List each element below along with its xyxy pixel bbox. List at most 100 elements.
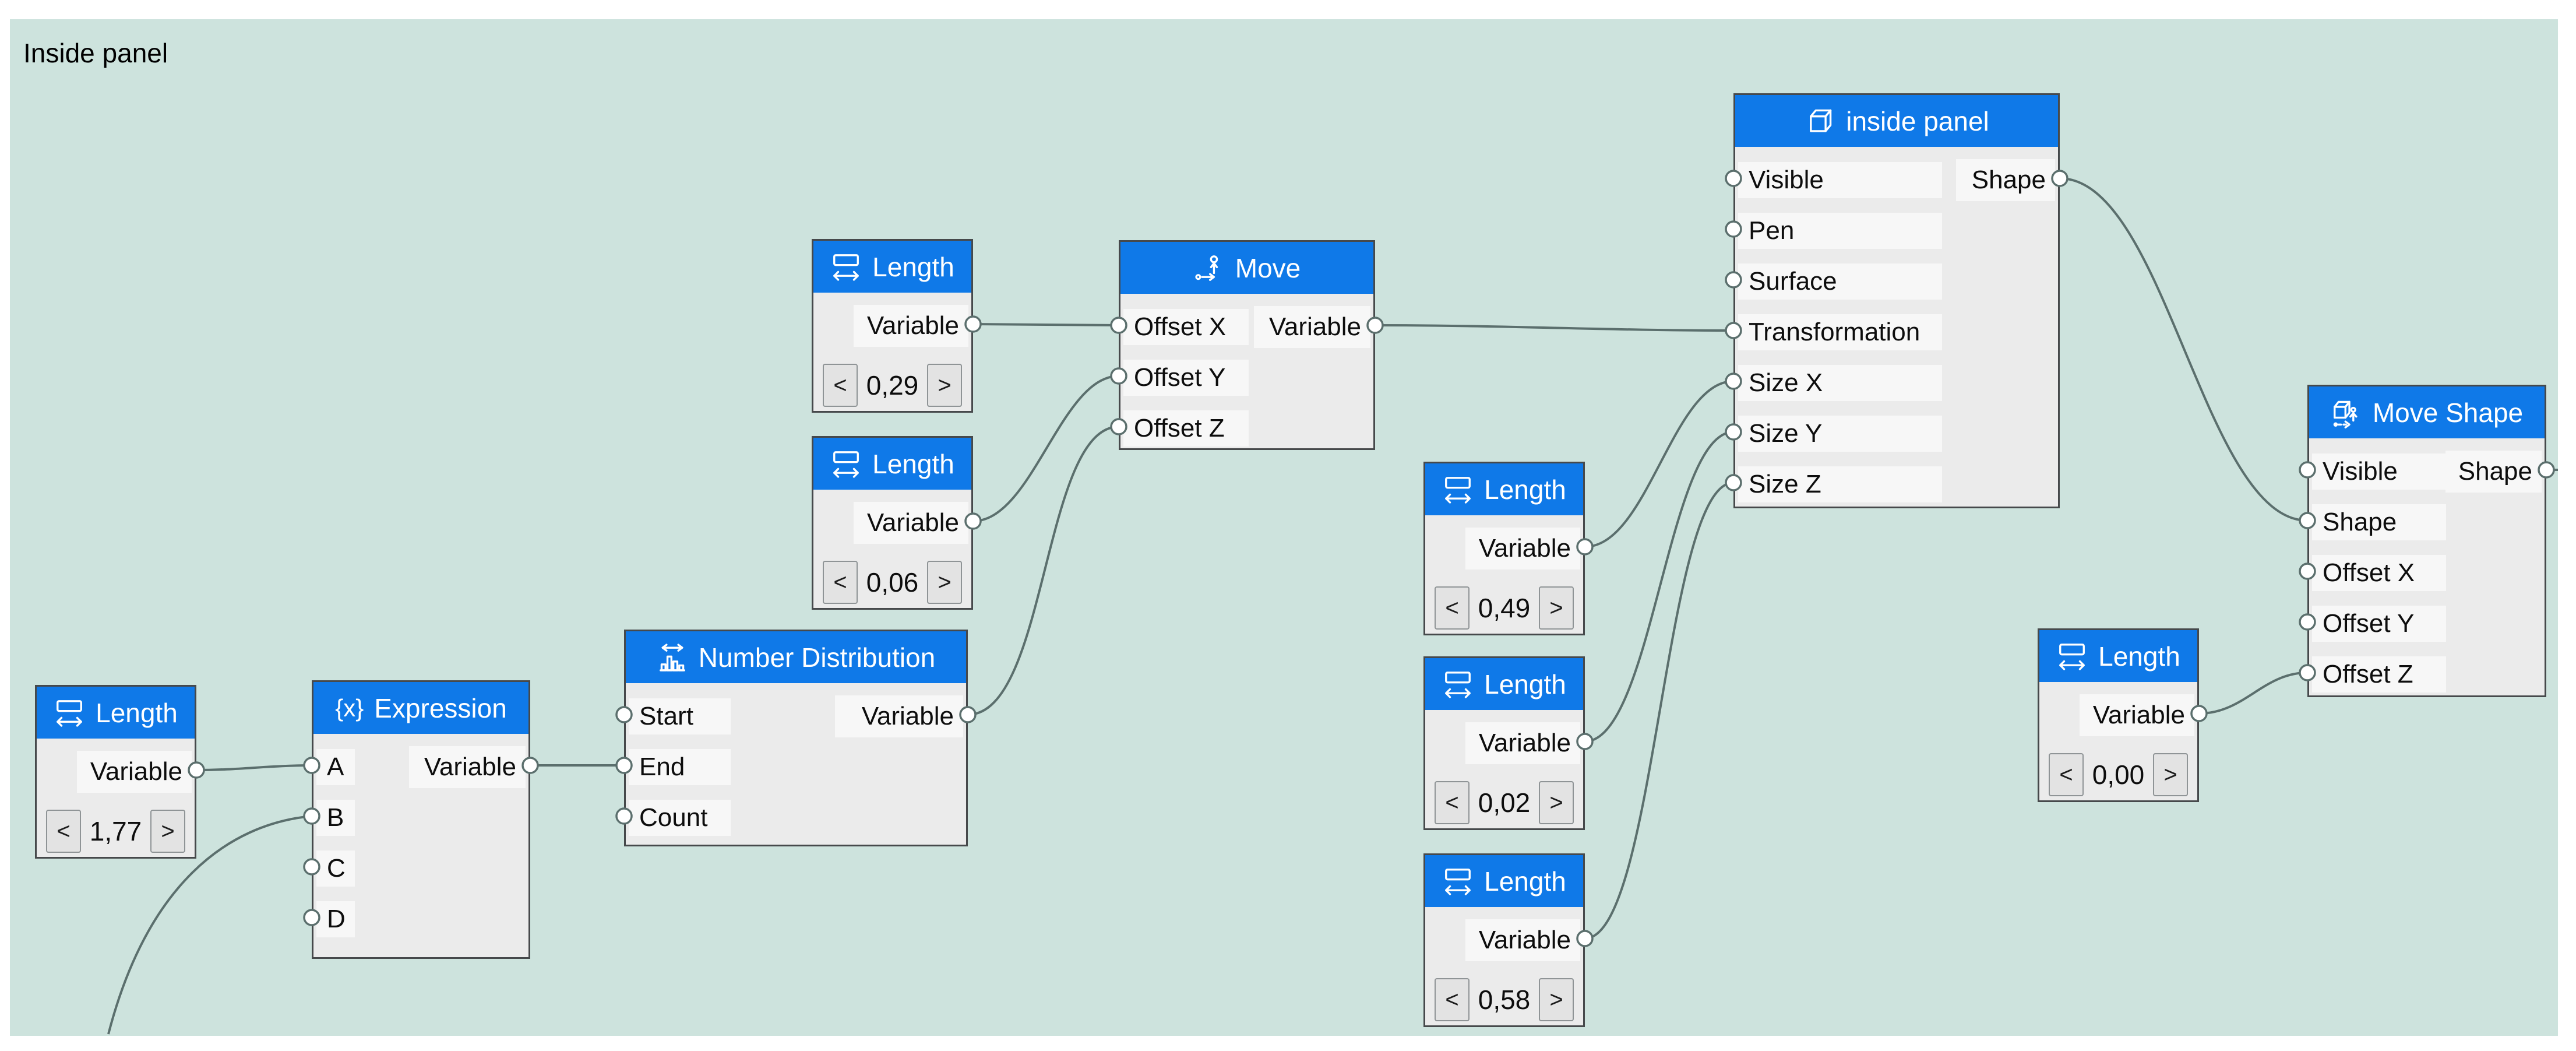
output-row-variable: Variable [1465, 722, 1580, 764]
increment-button[interactable]: > [1539, 781, 1574, 824]
output-label: Variable [866, 508, 959, 537]
length-icon [833, 254, 859, 281]
input-label: Offset Y [2323, 609, 2415, 638]
node-length-6[interactable]: Length Variable < 0,58 > [1423, 853, 1585, 1027]
node-header: Length [1425, 463, 1583, 515]
move-shape-icon [2333, 400, 2357, 428]
input-row-offset-z: Offset Z [1123, 410, 1249, 447]
value-stepper: < 0,29 > [823, 363, 962, 407]
input-row-size-y: Size Y [1738, 416, 1942, 452]
value-stepper: < 0,58 > [1435, 978, 1574, 1022]
node-length-5[interactable]: Length Variable < 0,02 > [1423, 656, 1585, 830]
increment-button[interactable]: > [927, 364, 962, 407]
output-label: Variable [861, 702, 954, 730]
value-stepper: < 0,02 > [1435, 781, 1574, 825]
node-length-4[interactable]: Length Variable < 0,49 > [1423, 462, 1585, 635]
input-label: Offset Z [2323, 660, 2413, 688]
input-row-c: C [316, 850, 355, 887]
output-label: Variable [1478, 729, 1571, 757]
expression-icon: {x} [335, 694, 364, 722]
length-icon [1445, 476, 1471, 504]
input-label: Offset X [1134, 312, 1227, 341]
stepper-value[interactable]: 0,49 [1478, 593, 1531, 623]
node-header: {x} Expression [313, 682, 528, 734]
input-label: B [327, 803, 344, 832]
output-row-variable: Variable [1254, 306, 1370, 348]
input-row-size-z: Size Z [1738, 466, 1942, 502]
stepper-value[interactable]: 0,29 [866, 370, 919, 400]
value-stepper: < 0,06 > [823, 560, 962, 604]
node-title: Length [2098, 641, 2180, 672]
input-row-shape: Shape [2312, 504, 2446, 540]
node-move[interactable]: Move Offset X Offset Y Offset Z Variable [1119, 240, 1375, 450]
input-label: Size Z [1749, 470, 1821, 498]
input-label: Offset Y [1134, 363, 1226, 392]
output-label: Variable [2092, 701, 2185, 729]
node-length-2[interactable]: Length Variable < 0,29 > [812, 239, 973, 413]
node-title: Move [1235, 252, 1301, 283]
decrement-button[interactable]: < [1435, 978, 1470, 1021]
stepper-value[interactable]: 0,06 [866, 567, 919, 597]
stepper-value[interactable]: 1,77 [89, 816, 142, 846]
input-label: D [327, 905, 346, 933]
node-move-shape[interactable]: Move Shape Visible Shape Offset X Offset… [2307, 385, 2546, 697]
increment-button[interactable]: > [1539, 586, 1574, 630]
input-row-end: End [629, 749, 731, 785]
input-row-offset-y: Offset Y [1123, 360, 1249, 396]
node-header: Move [1120, 242, 1373, 294]
output-label: Variable [1478, 534, 1571, 563]
output-label: Shape [2458, 457, 2532, 486]
input-row-offset-x: Offset X [2312, 555, 2446, 591]
input-label: Transformation [1749, 318, 1920, 346]
decrement-button[interactable]: < [46, 810, 81, 853]
input-row-visible: Visible [2312, 454, 2446, 490]
input-label: Offset Z [1134, 414, 1225, 442]
input-row-pen: Pen [1738, 213, 1942, 249]
decrement-button[interactable]: < [1435, 586, 1470, 630]
node-length-1[interactable]: Length Variable < 1,77 > [35, 685, 196, 859]
node-expression[interactable]: {x} Expression A B C D Variable [312, 680, 530, 959]
input-label: Shape [2323, 508, 2397, 536]
node-title: Length [1484, 866, 1566, 897]
node-inside-panel[interactable]: inside panel Visible Pen Surface Transfo… [1733, 93, 2060, 508]
stepper-value[interactable]: 0,02 [1478, 788, 1531, 818]
input-label: Start [639, 702, 693, 730]
input-label: C [327, 854, 346, 883]
increment-button[interactable]: > [150, 810, 185, 853]
input-label: Pen [1749, 216, 1795, 245]
node-length-7[interactable]: Length Variable < 0,00 > [2038, 628, 2199, 802]
decrement-button[interactable]: < [1435, 781, 1470, 824]
output-label: Variable [90, 757, 182, 786]
input-row-offset-y: Offset Y [2312, 606, 2446, 642]
node-title: Length [872, 251, 954, 282]
increment-button[interactable]: > [927, 561, 962, 604]
node-number-distribution[interactable]: Number Distribution Start End Count Vari… [624, 630, 968, 846]
input-row-b: B [316, 800, 355, 836]
node-title: Length [872, 448, 954, 479]
input-row-count: Count [629, 800, 731, 836]
length-icon [1445, 671, 1471, 698]
increment-button[interactable]: > [1539, 978, 1574, 1021]
input-label: End [639, 753, 685, 781]
input-label: Visible [1749, 166, 1824, 194]
input-row-start: Start [629, 698, 731, 734]
decrement-button[interactable]: < [823, 364, 858, 407]
decrement-button[interactable]: < [2049, 753, 2084, 796]
output-row-variable: Variable [1465, 919, 1580, 961]
value-stepper: < 1,77 > [46, 809, 185, 853]
node-header: Move Shape [2309, 386, 2545, 438]
stepper-value[interactable]: 0,58 [1478, 985, 1531, 1015]
output-row-variable: Variable [1465, 528, 1580, 570]
node-length-3[interactable]: Length Variable < 0,06 > [812, 436, 973, 610]
input-label: Visible [2323, 457, 2398, 486]
output-row-variable: Variable [854, 305, 968, 347]
input-label: A [327, 753, 344, 781]
input-label: Size X [1749, 368, 1823, 397]
increment-button[interactable]: > [2153, 753, 2188, 796]
decrement-button[interactable]: < [823, 561, 858, 604]
stepper-value[interactable]: 0,00 [2092, 760, 2145, 790]
node-title: Number Distribution [698, 642, 936, 673]
output-label: Variable [1478, 926, 1571, 954]
output-row-variable: Variable [835, 695, 963, 737]
